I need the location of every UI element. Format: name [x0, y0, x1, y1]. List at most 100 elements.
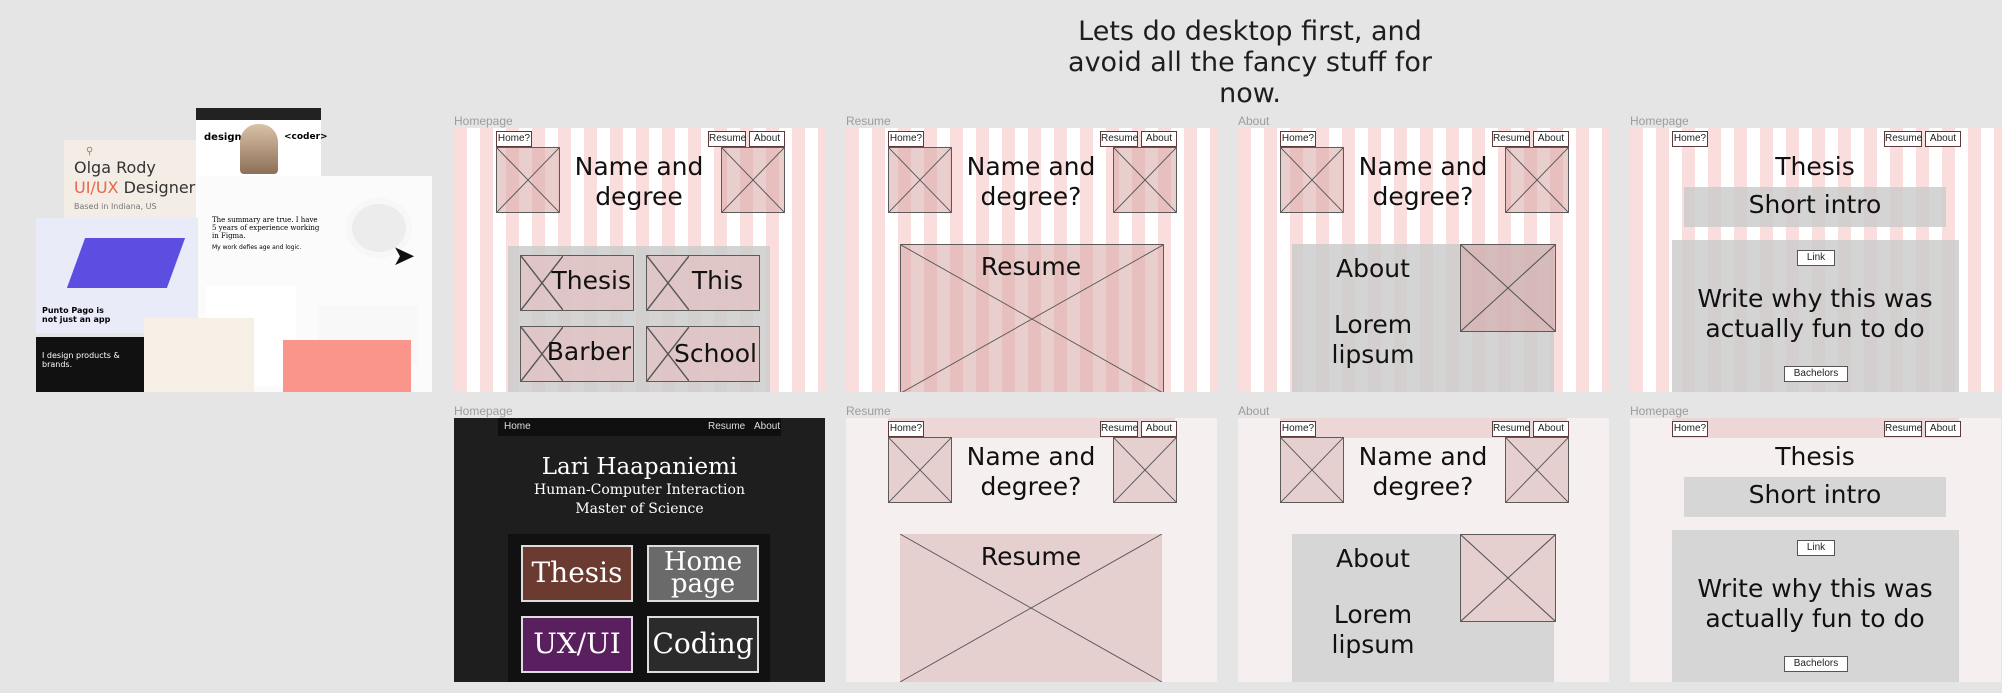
- nav-home[interactable]: Home?: [496, 131, 532, 147]
- tile-barber[interactable]: Barber: [520, 326, 634, 382]
- frame-label: About: [1238, 114, 1270, 128]
- about-image-placeholder: [1460, 534, 1556, 622]
- nav-about[interactable]: About: [754, 421, 781, 432]
- toilet-paper-image: [346, 198, 412, 258]
- thesis-title: Thesis: [1775, 152, 1855, 181]
- watches-card[interactable]: [144, 318, 254, 392]
- tile-coding[interactable]: Coding: [647, 616, 759, 673]
- image-placeholder: [1280, 147, 1344, 213]
- link-button[interactable]: Link: [1797, 540, 1835, 556]
- homepage-wireframe-1[interactable]: Home? Resume About Name and degree Thesi…: [454, 128, 825, 392]
- bachelors-button[interactable]: Bachelors: [1784, 656, 1848, 672]
- nav-home[interactable]: Home: [504, 421, 531, 432]
- nav-home[interactable]: Home?: [1280, 131, 1316, 147]
- about-heading: About: [1336, 254, 1410, 283]
- nav-resume[interactable]: Resume: [1100, 131, 1138, 147]
- nav-about[interactable]: About: [1925, 131, 1961, 147]
- homepage-final[interactable]: Home Resume About Lari Haapaniemi Human-…: [454, 418, 825, 682]
- work-text: My work defies age and logic.: [212, 244, 302, 251]
- name-degree-title: Name and degree?: [1358, 152, 1488, 211]
- frame-label: Homepage: [1630, 404, 1689, 418]
- nav-resume[interactable]: Resume: [1884, 131, 1922, 147]
- short-intro-box: [1684, 477, 1946, 517]
- tile-thesis[interactable]: Thesis: [521, 545, 633, 602]
- image-placeholder: [888, 437, 952, 503]
- frame-label: About: [1238, 404, 1270, 418]
- resume-wireframe-1[interactable]: Home? Resume About Name and degree? Resu…: [846, 128, 1217, 392]
- nav-about[interactable]: About: [1533, 421, 1569, 437]
- bachelors-button[interactable]: Bachelors: [1784, 366, 1848, 382]
- image-placeholder: [888, 147, 952, 213]
- image-placeholder: [1280, 437, 1344, 503]
- inspiration-collage: ⚲ Olga Rody UI/UX Designer Based in Indi…: [36, 108, 432, 392]
- tile-home-page[interactable]: Home page: [647, 545, 759, 602]
- resume-section: [900, 244, 1164, 392]
- image-placeholder: [1505, 147, 1569, 213]
- nav-home[interactable]: Home?: [888, 131, 924, 147]
- tile-thesis[interactable]: Thesis: [520, 255, 634, 311]
- about-body: Lorem lipsum: [1331, 310, 1415, 369]
- designer-text: designer: [204, 132, 254, 143]
- tile-school[interactable]: School: [646, 326, 760, 382]
- punto-pago-card[interactable]: Punto Pago is not just an app: [36, 218, 198, 333]
- about-heading: About: [1336, 544, 1410, 573]
- nav-home[interactable]: Home?: [1672, 131, 1708, 147]
- nav-resume[interactable]: Resume: [1492, 421, 1530, 437]
- frame-label: Homepage: [1630, 114, 1689, 128]
- tile-this[interactable]: This: [646, 255, 760, 311]
- image-placeholder: [721, 147, 785, 213]
- image-placeholder: [496, 147, 560, 213]
- frame-label: Homepage: [454, 404, 513, 418]
- nav-about[interactable]: About: [1533, 131, 1569, 147]
- name-degree-title: Name and degree?: [966, 442, 1096, 501]
- nav-home[interactable]: Home?: [1280, 421, 1316, 437]
- nav-resume[interactable]: Resume: [708, 131, 746, 147]
- phone-image: [66, 238, 186, 288]
- short-intro-box: [1684, 187, 1946, 227]
- design-products-text: I design products & brands.: [42, 351, 120, 369]
- summary-text: The summary are true. I have 5 years of …: [212, 216, 320, 240]
- resume-heading: Resume: [980, 542, 1082, 571]
- link-button[interactable]: Link: [1797, 250, 1835, 266]
- design-products-card[interactable]: I design products & brands.: [36, 337, 144, 392]
- short-intro: Short intro: [1748, 480, 1882, 509]
- degree-line-1: Human-Computer Interaction: [534, 482, 745, 498]
- resume-heading: Resume: [980, 252, 1082, 281]
- nav-home[interactable]: Home?: [888, 421, 924, 437]
- nav-resume[interactable]: Resume: [708, 421, 746, 432]
- nav-home[interactable]: Home?: [1672, 421, 1708, 437]
- thesis-body: Write why this was actually fun to do: [1697, 574, 1933, 633]
- nav-resume[interactable]: Resume: [1492, 131, 1530, 147]
- about-body: Lorem lipsum: [1331, 600, 1415, 659]
- olga-role-accent: UI/UX: [74, 178, 119, 197]
- thesis-title: Thesis: [1775, 442, 1855, 471]
- about-wireframe-1[interactable]: Home? Resume About Name and degree? Abou…: [1238, 128, 1609, 392]
- image-placeholder: [1505, 437, 1569, 503]
- nav-about[interactable]: About: [1141, 421, 1177, 437]
- thesis-wireframe-1[interactable]: Home? Resume About Thesis Short intro Li…: [1630, 128, 2001, 392]
- nav-about[interactable]: About: [1925, 421, 1961, 437]
- thesis-wireframe-2[interactable]: Home? Resume About Thesis Short intro Li…: [1630, 418, 2001, 682]
- about-wireframe-2[interactable]: Home? Resume About Name and degree? Abou…: [1238, 418, 1609, 682]
- nav-about[interactable]: About: [1141, 131, 1177, 147]
- about-image-placeholder: [1460, 244, 1556, 332]
- punto-text: Punto Pago is not just an app: [42, 306, 111, 324]
- image-placeholder: [1113, 147, 1177, 213]
- resume-wireframe-2[interactable]: Home? Resume About Name and degree? Resu…: [846, 418, 1217, 682]
- nav-about[interactable]: About: [749, 131, 785, 147]
- thesis-body: Write why this was actually fun to do: [1697, 284, 1933, 343]
- site-name: Lari Haapaniemi: [541, 454, 738, 480]
- designer-coder-card[interactable]: designer <coder>: [196, 108, 328, 176]
- degree-line-2: Master of Science: [575, 501, 704, 517]
- nav-resume[interactable]: Resume: [1100, 421, 1138, 437]
- nav-resume[interactable]: Resume: [1884, 421, 1922, 437]
- cursor-icon: ➤: [392, 239, 416, 272]
- name-degree-title: Name and degree?: [966, 152, 1096, 211]
- frame-label: Resume: [846, 114, 891, 128]
- olga-name: Olga Rody: [74, 158, 156, 177]
- tile-ux-ui[interactable]: UX/UI: [521, 616, 633, 673]
- sticky-note: Lets do desktop first, and avoid all the…: [1068, 16, 1432, 109]
- red-card[interactable]: [283, 340, 411, 392]
- frame-label: Resume: [846, 404, 891, 418]
- portrait-image: [240, 124, 278, 174]
